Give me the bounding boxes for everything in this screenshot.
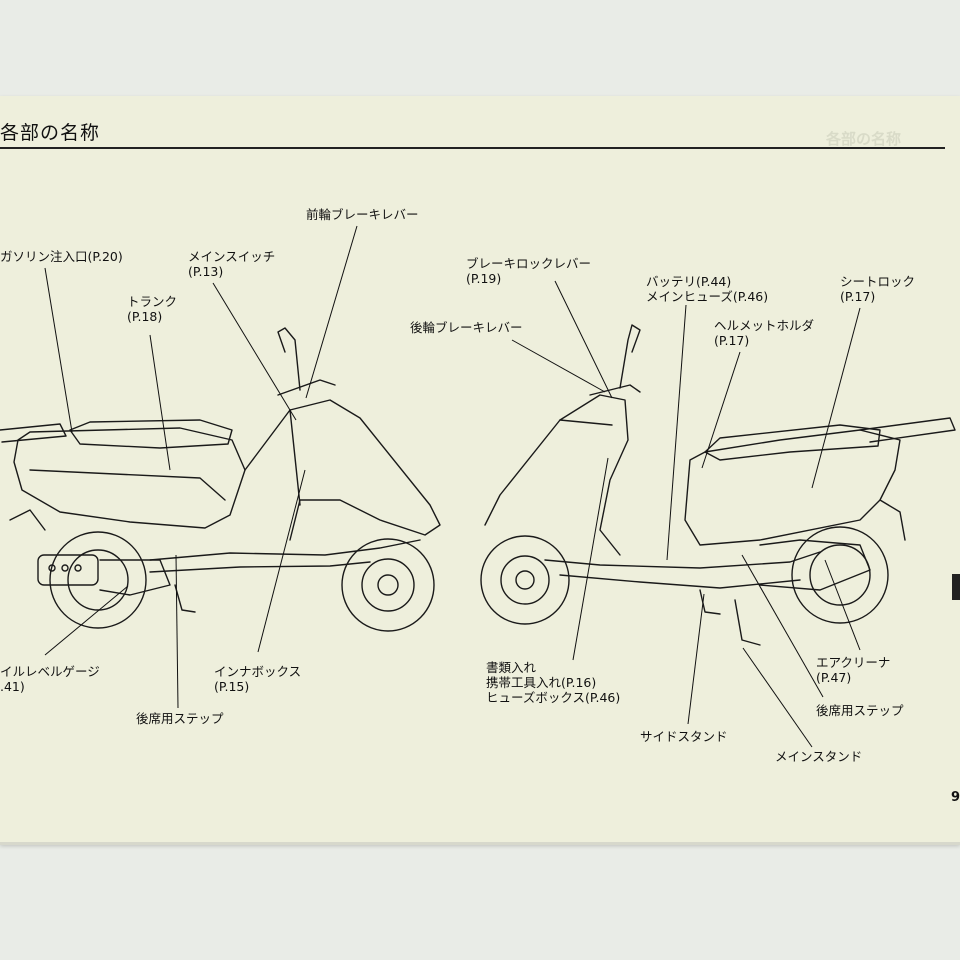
label-rear-step-right: 後席用ステップ [816, 703, 904, 718]
label-air-cleaner: エアクリーナ (P.47) [816, 655, 891, 685]
label-rear-brake-lever: 後輪ブレーキレバー [410, 320, 523, 335]
label-battery-fuse: バッテリ(P.44) メインヒューズ(P.46) [646, 274, 769, 304]
label-oil-level-gauge: イルレベルゲージ .41) [0, 664, 100, 694]
label-side-stand: サイドスタンド [640, 729, 728, 744]
page-title: 各部の名称 [0, 122, 101, 144]
page-number: 9 [951, 790, 960, 805]
label-main-stand: メインスタンド [775, 749, 863, 764]
ghost-title-bleed: 各部の名称 [826, 130, 902, 148]
label-trunk: トランク (P.18) [127, 294, 178, 324]
section-tab [952, 574, 960, 600]
manual-page [0, 96, 960, 844]
label-brake-lock-lever: ブレーキロックレバー (P.19) [466, 256, 592, 286]
right-scooter-drawing [480, 324, 956, 646]
label-rear-step-left: 後席用ステップ [136, 711, 224, 726]
label-seat-lock: シートロック (P.17) [840, 274, 916, 304]
label-main-switch: メインスイッチ (P.13) [188, 249, 276, 279]
title-rule [0, 147, 945, 149]
label-helmet-holder: ヘルメットホルダ (P.17) [714, 318, 815, 348]
label-fuel-inlet: ガソリン注入口(P.20) [0, 249, 123, 264]
label-inner-box: インナボックス (P.15) [214, 664, 302, 694]
label-front-brake-lever: 前輪ブレーキレバー [306, 207, 419, 222]
left-scooter-drawing [0, 327, 441, 632]
label-documents: 書類入れ 携帯工具入れ(P.16) ヒューズボックス(P.46) [486, 660, 621, 705]
page-edge [0, 842, 960, 845]
